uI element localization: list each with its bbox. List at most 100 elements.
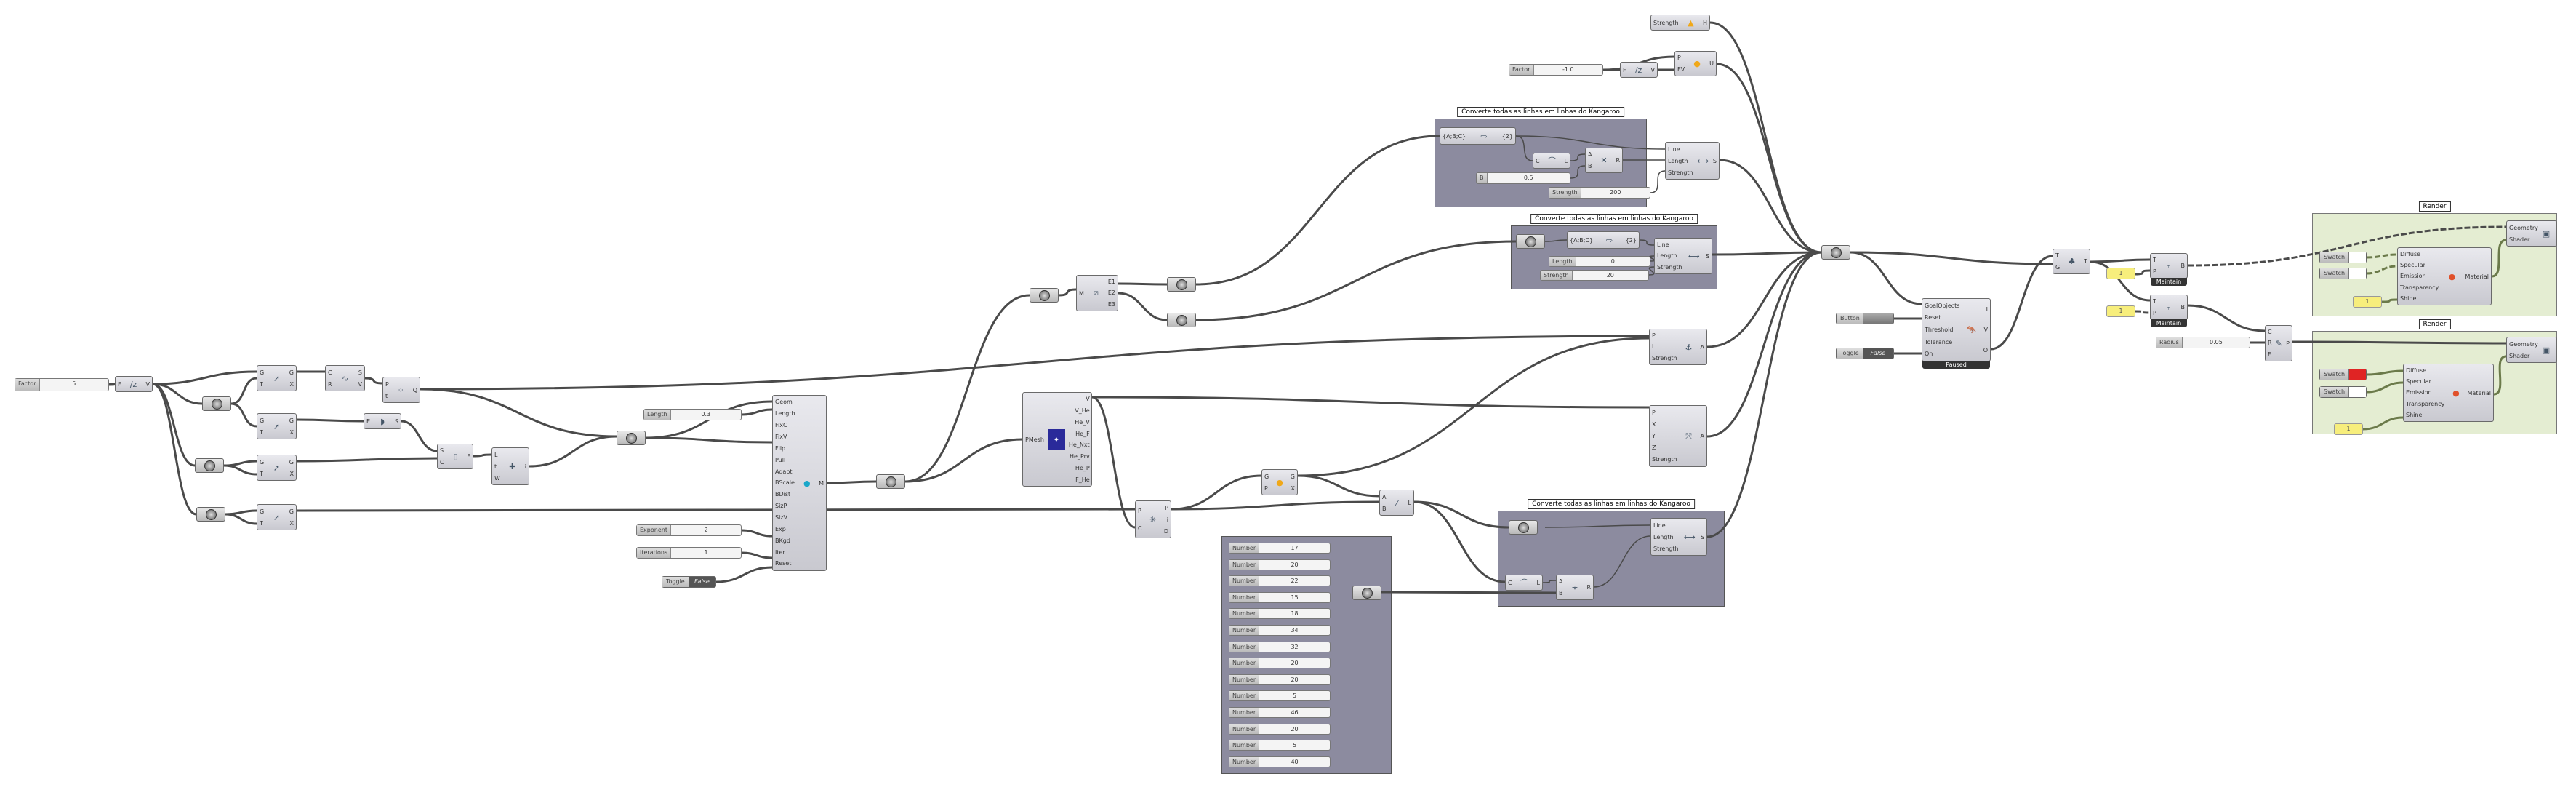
- output-port[interactable]: R: [1616, 157, 1620, 164]
- input-port[interactable]: Shader: [2509, 236, 2530, 243]
- input-port[interactable]: Strength: [1652, 354, 1677, 361]
- input-port[interactable]: G: [260, 508, 265, 515]
- output-port[interactable]: V: [1650, 66, 1655, 73]
- input-port[interactable]: C: [1138, 524, 1142, 532]
- input-port[interactable]: Line: [1657, 241, 1669, 249]
- curve-param-3[interactable]: [1516, 234, 1545, 249]
- input-port[interactable]: Y: [1652, 432, 1656, 439]
- mesh-param[interactable]: [617, 431, 646, 445]
- input-port[interactable]: P: [1138, 507, 1141, 514]
- output-port[interactable]: F: [467, 453, 470, 460]
- slider-value[interactable]: 20: [1291, 660, 1299, 667]
- input-port[interactable]: G: [2055, 263, 2061, 271]
- input-port[interactable]: I: [1652, 343, 1654, 351]
- output-port[interactable]: G: [289, 508, 294, 515]
- input-port[interactable]: Strength: [1653, 19, 1679, 26]
- slider-value[interactable]: 0.3: [701, 411, 711, 418]
- slider-value[interactable]: -1.0: [1562, 66, 1574, 73]
- input-port[interactable]: T: [260, 428, 263, 436]
- input-port[interactable]: Diffuse: [2400, 251, 2421, 258]
- input-port[interactable]: T: [260, 380, 263, 388]
- slider-value[interactable]: 200: [1610, 189, 1621, 196]
- output-port[interactable]: H: [1702, 19, 1707, 26]
- input-port[interactable]: E: [2268, 351, 2272, 358]
- swatch-diffuse-2[interactable]: Swatch: [2319, 369, 2367, 380]
- output-port[interactable]: U: [1709, 60, 1714, 67]
- output-port[interactable]: i: [524, 463, 526, 470]
- output-port[interactable]: X: [289, 519, 294, 527]
- input-port[interactable]: T: [2153, 257, 2156, 264]
- input-port[interactable]: SizV: [775, 514, 787, 522]
- slider-value[interactable]: 15: [1291, 594, 1299, 601]
- input-port[interactable]: BKgd: [775, 537, 790, 544]
- output-port[interactable]: He_V: [1075, 418, 1090, 426]
- input-port[interactable]: P: [1652, 409, 1656, 416]
- geometry-param-5[interactable]: [1030, 288, 1059, 303]
- output-port[interactable]: X: [1291, 484, 1295, 492]
- output-port[interactable]: He_P: [1075, 464, 1090, 471]
- output-port[interactable]: G: [289, 417, 294, 424]
- slider-value[interactable]: 5: [1293, 742, 1297, 749]
- slider-value[interactable]: 5: [1293, 692, 1297, 700]
- output-port[interactable]: G: [1290, 473, 1295, 480]
- input-port[interactable]: P: [2153, 309, 2156, 316]
- panel-maintain-1[interactable]: 1: [2106, 268, 2135, 279]
- input-port[interactable]: X: [1652, 420, 1656, 428]
- input-port[interactable]: Transparency: [2406, 400, 2445, 407]
- output-port[interactable]: B: [2180, 263, 2186, 269]
- output-port[interactable]: E2: [1107, 289, 1115, 297]
- swatch-specular-1[interactable]: Swatch: [2319, 268, 2367, 279]
- input-port[interactable]: Strength: [1657, 263, 1682, 271]
- panel-shine-1[interactable]: 1: [2353, 296, 2382, 308]
- output-port[interactable]: V_He: [1075, 407, 1090, 415]
- curve-param-2[interactable]: [1167, 313, 1196, 327]
- toggle-value[interactable]: False: [1862, 348, 1893, 359]
- input-port[interactable]: GoalObjects: [1925, 302, 1960, 309]
- input-port[interactable]: t: [385, 392, 388, 399]
- swatch-color[interactable]: [2348, 252, 2366, 263]
- geometry-param-1[interactable]: [202, 396, 231, 411]
- input-port[interactable]: On: [1925, 351, 1933, 358]
- slider-value[interactable]: 46: [1291, 709, 1299, 716]
- button-solver-reset[interactable]: Button: [1836, 313, 1894, 324]
- output-port[interactable]: X: [289, 428, 294, 436]
- input-port[interactable]: Threshold: [1925, 326, 1954, 333]
- input-port[interactable]: FV: [1677, 65, 1685, 73]
- output-port[interactable]: P: [1165, 504, 1168, 511]
- input-port[interactable]: BScale: [775, 479, 795, 487]
- output-port[interactable]: E3: [1107, 300, 1115, 308]
- output-port[interactable]: M: [819, 479, 824, 487]
- slider-value[interactable]: 2: [704, 527, 708, 533]
- swatch-specular-2[interactable]: Swatch: [2319, 386, 2367, 398]
- input-port[interactable]: T: [260, 470, 263, 477]
- explode-tree-2[interactable]: {A;B;C}⇨{2}: [1567, 231, 1640, 249]
- panel-shine-2[interactable]: 1: [2334, 423, 2363, 435]
- input-port[interactable]: Emission: [2400, 273, 2426, 280]
- input-port[interactable]: Adapt: [775, 468, 793, 475]
- swatch-color[interactable]: [2348, 369, 2366, 380]
- output-port[interactable]: L: [1536, 579, 1540, 586]
- slider-value[interactable]: 22: [1291, 578, 1299, 585]
- curve-length-1[interactable]: C⌒L: [1533, 153, 1570, 169]
- output-port[interactable]: V: [145, 380, 150, 388]
